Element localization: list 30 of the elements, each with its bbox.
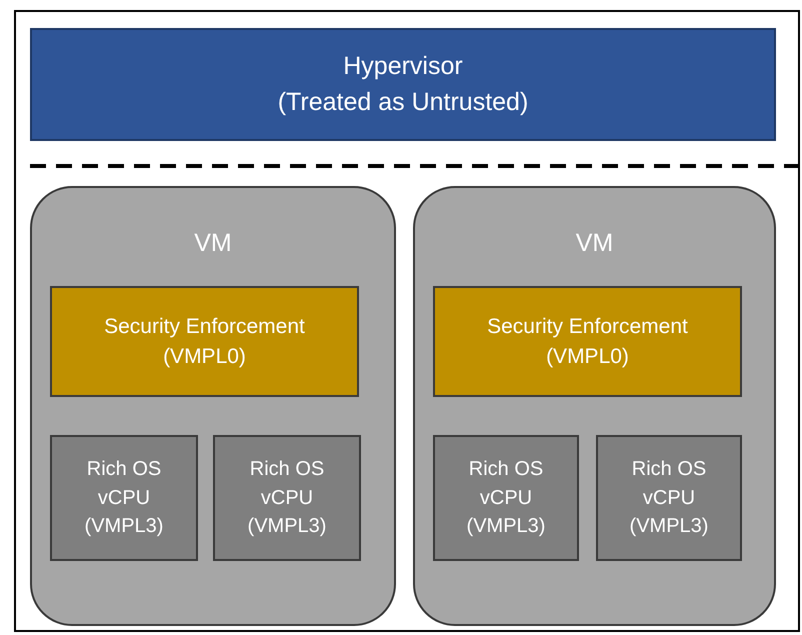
security-enforcement-box [433, 286, 742, 397]
node-subtitle: (VMPL0) [163, 344, 246, 370]
vcpu-box [213, 435, 361, 561]
node-title: Hypervisor [343, 51, 463, 82]
vcpu-box [50, 435, 198, 561]
vm-container [30, 186, 396, 626]
outer-frame [14, 10, 800, 632]
node-subtitle: (VMPL3) [466, 514, 546, 540]
node-title: VM [576, 228, 614, 259]
vcpu-box [433, 435, 579, 561]
node-subtitle: (VMPL0) [546, 344, 629, 370]
node-title: VM [194, 228, 232, 259]
node-title: Rich OS [250, 457, 324, 482]
hypervisor-box [30, 28, 776, 141]
node-subtitle: vCPU [98, 486, 150, 511]
node-title: Rich OS [468, 457, 544, 482]
node-subtitle: vCPU [260, 486, 314, 511]
node-title: Rich OS [632, 457, 706, 482]
vcpu-box [596, 435, 742, 561]
node-title: Security Enforcement [104, 314, 305, 340]
security-enforcement-box [50, 286, 359, 397]
node-subtitle: (VMPL3) [630, 514, 708, 540]
node-subtitle: (VMPL3) [248, 514, 326, 540]
node-subtitle: (VMPL3) [84, 514, 164, 540]
vm-container [413, 186, 776, 626]
node-subtitle: vCPU [480, 486, 532, 511]
node-subtitle: vCPU [642, 486, 696, 511]
node-title: Rich OS [86, 457, 162, 482]
node-title: Security Enforcement [487, 314, 688, 340]
node-subtitle: (Treated as Untrusted) [278, 86, 528, 118]
